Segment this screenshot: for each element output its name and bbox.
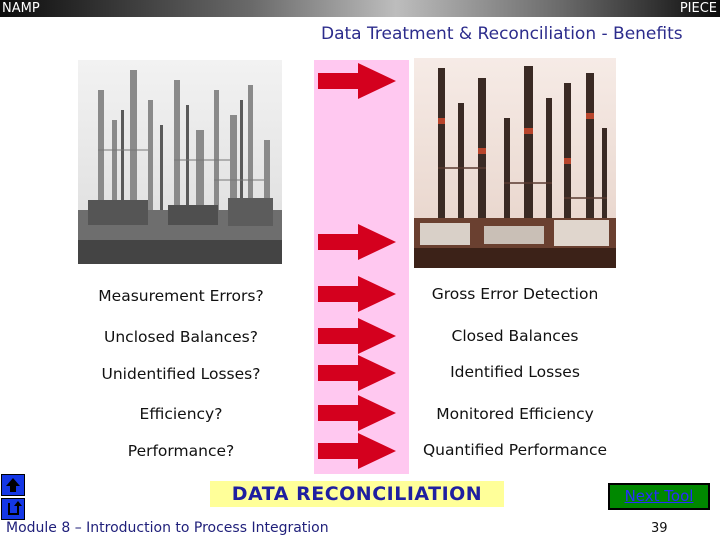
red-arrow-icon [318, 433, 396, 469]
problem-label: Measurement Errors? [98, 287, 264, 305]
red-arrow-icon [318, 355, 396, 391]
red-arrow-icon [318, 63, 396, 99]
data-reconciliation-banner: DATA RECONCILIATION [210, 481, 504, 507]
module-footer: Module 8 – Introduction to Process Integ… [6, 520, 329, 536]
benefit-label: Gross Error Detection [431, 285, 599, 303]
problem-label: Unclosed Balances? [104, 328, 258, 346]
red-arrow-icon [318, 318, 396, 354]
up-arrow-icon [6, 478, 20, 492]
problem-label: Performance? [127, 442, 235, 460]
problem-label: Unidentified Losses? [101, 365, 261, 383]
benefit-label: Identified Losses [450, 363, 580, 381]
benefit-label: Monitored Efficiency [436, 405, 594, 423]
header-bar: NAMP PIECE [0, 0, 720, 17]
red-arrow-icon [318, 276, 396, 312]
return-button[interactable] [1, 498, 25, 520]
red-arrow-icon [318, 395, 396, 431]
header-left-label: NAMP [2, 1, 40, 16]
page-number: 39 [651, 521, 668, 536]
home-button[interactable] [1, 474, 25, 496]
return-icon [8, 501, 22, 515]
next-tool-button[interactable]: Next Tool [608, 483, 710, 510]
problem-label: Efficiency? [139, 405, 223, 423]
header-right-label: PIECE [679, 1, 717, 16]
slide-title: Data Treatment & Reconciliation - Benefi… [321, 24, 683, 44]
refinery-photo-grayscale [78, 60, 282, 264]
benefit-label: Closed Balances [451, 327, 579, 345]
benefit-label: Quantified Performance [422, 441, 608, 459]
refinery-photo-color [414, 58, 616, 268]
red-arrow-icon [318, 224, 396, 260]
